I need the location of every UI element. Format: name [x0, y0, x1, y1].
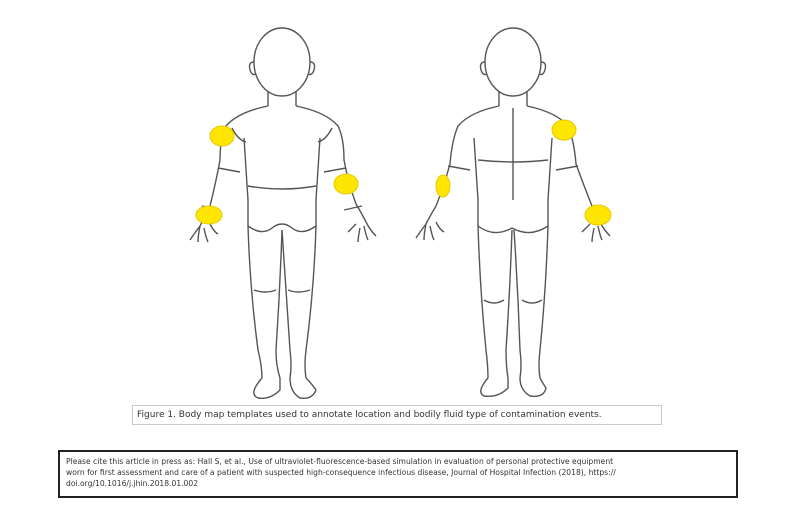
citation-line: Please cite this article in press as: Ha…: [66, 456, 730, 467]
contamination-mark: [334, 174, 358, 194]
contamination-marks: [196, 120, 611, 225]
citation-box: Please cite this article in press as: Ha…: [58, 450, 738, 498]
citation-line[interactable]: worn for first assessment and care of a …: [66, 467, 730, 478]
contamination-mark: [436, 175, 450, 197]
contamination-mark: [196, 206, 222, 224]
figure-caption: Figure 1. Body map templates used to ann…: [132, 405, 662, 425]
citation-doi-link[interactable]: doi.org/10.1016/j.jhin.2018.01.002: [66, 478, 730, 489]
back-body-outline: [416, 28, 610, 396]
contamination-mark: [210, 126, 234, 146]
contamination-mark: [585, 205, 611, 225]
contamination-mark: [552, 120, 576, 140]
